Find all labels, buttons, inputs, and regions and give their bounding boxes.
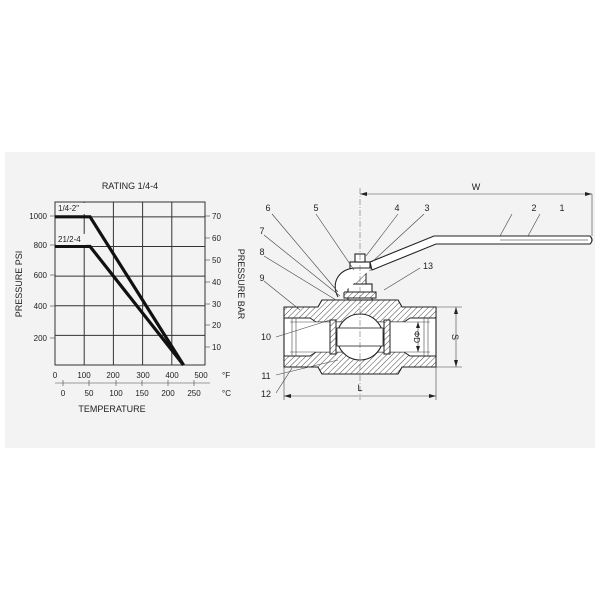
- part-number-11: 11: [261, 371, 270, 381]
- series-label-2: 21/2-4: [58, 235, 81, 244]
- handle-neck: [334, 267, 372, 298]
- thread-marks: [291, 318, 429, 356]
- c-tick-100: 100: [109, 389, 123, 398]
- bar-tick-30: 30: [212, 300, 221, 309]
- series-line-1: [55, 215, 185, 366]
- psi-tick-1000: 1000: [29, 212, 47, 221]
- bar-tick-10: 10: [212, 343, 221, 352]
- part-number-10: 10: [261, 332, 271, 342]
- figure-panel: [5, 152, 595, 448]
- series-line-2: [55, 244, 185, 366]
- dimension-d: ΦD: [412, 331, 421, 343]
- c-tick-250: 250: [187, 389, 201, 398]
- part-number-7: 7: [259, 226, 264, 236]
- part-number-12: 12: [261, 389, 271, 399]
- part-number-4: 4: [394, 203, 399, 213]
- part-number-1: 1: [559, 203, 564, 213]
- y-axis-right-label: PRESSURE BAR: [236, 249, 246, 320]
- x-axis-label: TEMPERATURE: [78, 404, 145, 414]
- chart-title: RATING 1/4-4: [102, 181, 158, 191]
- ball-valve-section-drawing: W L S ΦD: [259, 182, 593, 400]
- seat-left: [329, 319, 337, 355]
- plot-frame: [54, 201, 206, 366]
- part-number-5: 5: [313, 203, 318, 213]
- bar-tick-20: 20: [212, 321, 221, 330]
- part-number-3: 3: [424, 203, 429, 213]
- seat-right: [383, 319, 391, 355]
- f-tick-300: 300: [136, 371, 150, 380]
- dimension-w: W: [472, 182, 481, 192]
- f-tick-100: 100: [77, 371, 91, 380]
- part-number-6: 6: [265, 203, 270, 213]
- f-tick-200: 200: [106, 371, 120, 380]
- series-label-box-1: [56, 203, 86, 214]
- f-tick-400: 400: [165, 371, 179, 380]
- series-label-box-2: [56, 234, 86, 245]
- dimension-l: L: [357, 383, 362, 393]
- handle: [369, 235, 593, 271]
- series-lines: [55, 215, 185, 366]
- f-tick-500: 500: [194, 371, 208, 380]
- part-number-13: 13: [423, 261, 433, 271]
- c-tick-50: 50: [85, 389, 94, 398]
- part-number-9: 9: [259, 273, 264, 283]
- bar-tick-60: 60: [212, 234, 221, 243]
- leader-lines: [263, 213, 541, 394]
- c-tick-200: 200: [161, 389, 175, 398]
- series-label-1: 1/4-2": [58, 204, 79, 213]
- dimension-s: S: [450, 334, 460, 340]
- y-axis-left-label: PRESSURE PSI: [14, 251, 24, 318]
- psi-tick-200: 200: [34, 334, 48, 343]
- vertical-gridlines: [83, 202, 173, 365]
- unit-celsius: °C: [222, 389, 231, 398]
- c-tick-0: 0: [61, 389, 66, 398]
- psi-tick-400: 400: [34, 302, 48, 311]
- pressure-temperature-chart: RATING 1/4-4 1/4-2" 21/2-4 1000 800 600 …: [14, 181, 246, 414]
- part-number-8: 8: [259, 247, 264, 257]
- bar-tick-50: 50: [212, 256, 221, 265]
- bar-tick-40: 40: [212, 278, 221, 287]
- psi-tick-600: 600: [34, 271, 48, 280]
- f-tick-0: 0: [53, 371, 58, 380]
- unit-fahrenheit: °F: [222, 371, 230, 380]
- c-tick-150: 150: [135, 389, 149, 398]
- bar-tick-70: 70: [212, 212, 221, 221]
- part-number-2: 2: [531, 203, 536, 213]
- psi-tick-800: 800: [34, 241, 48, 250]
